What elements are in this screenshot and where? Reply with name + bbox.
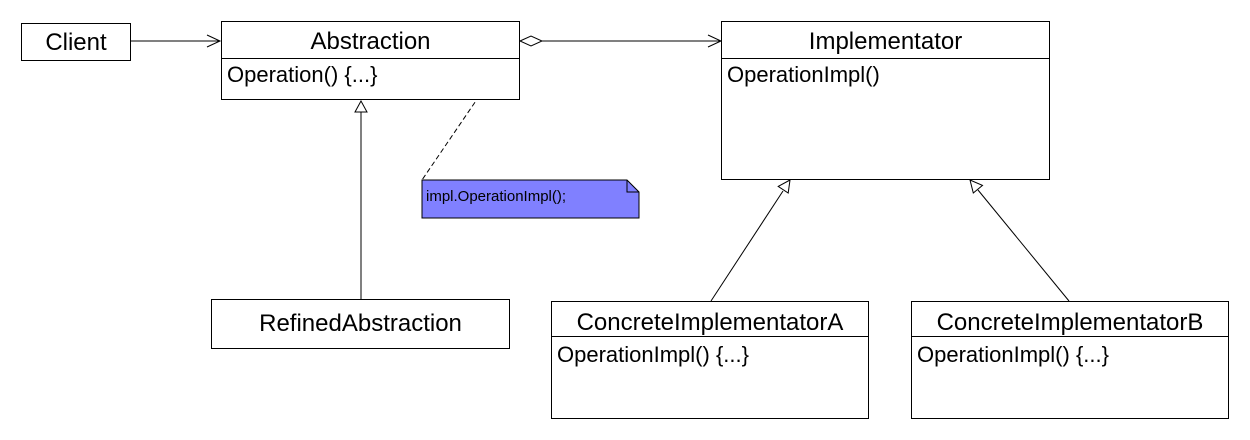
implementator-class-name: Implementator [808, 28, 963, 55]
concrete-a-class-box[interactable]: ConcreteImplementatorA OperationImpl() {… [551, 301, 869, 419]
concrete-a-class-name: ConcreteImplementatorA [576, 309, 844, 336]
aggregation-diamond-icon [518, 35, 544, 47]
concrete-a-separator [552, 336, 868, 337]
abstraction-class-name: Abstraction [310, 28, 431, 55]
concrete-b-separator [912, 336, 1228, 337]
concrete-a-operation: OperationImpl() {...} [557, 342, 749, 367]
abstraction-operation: Operation() {...} [227, 62, 378, 87]
abstraction-separator [222, 58, 519, 59]
concrete-b-operation: OperationImpl() {...} [917, 342, 1109, 367]
hollow-triangle-icon [777, 179, 791, 194]
implementator-separator [722, 58, 1049, 59]
open-arrowhead-icon [206, 34, 222, 48]
generalization-concrete-a-implementator [710, 190, 784, 302]
client-class-box[interactable]: Client [21, 23, 131, 61]
note-shape [421, 179, 640, 219]
implementator-class-box[interactable]: Implementator OperationImpl() [721, 21, 1050, 180]
concrete-b-class-name: ConcreteImplementatorB [936, 309, 1204, 336]
hollow-triangle-icon [969, 179, 984, 194]
concrete-b-class-box[interactable]: ConcreteImplementatorB OperationImpl() {… [911, 301, 1229, 419]
refined-abstraction-class-name: RefinedAbstraction [259, 310, 462, 337]
generalization-concrete-b-implementator [977, 189, 1070, 302]
note-link-dashed [421, 88, 485, 181]
client-class-name: Client [45, 29, 107, 56]
implementator-operation: OperationImpl() [727, 62, 880, 87]
note-fold-icon [626, 180, 639, 193]
refined-abstraction-class-box[interactable]: RefinedAbstraction [211, 299, 510, 349]
hollow-triangle-icon [354, 99, 368, 113]
note-text: impl.OperationImpl(); [426, 188, 567, 205]
abstraction-class-box[interactable]: Abstraction Operation() {...} [221, 21, 520, 100]
